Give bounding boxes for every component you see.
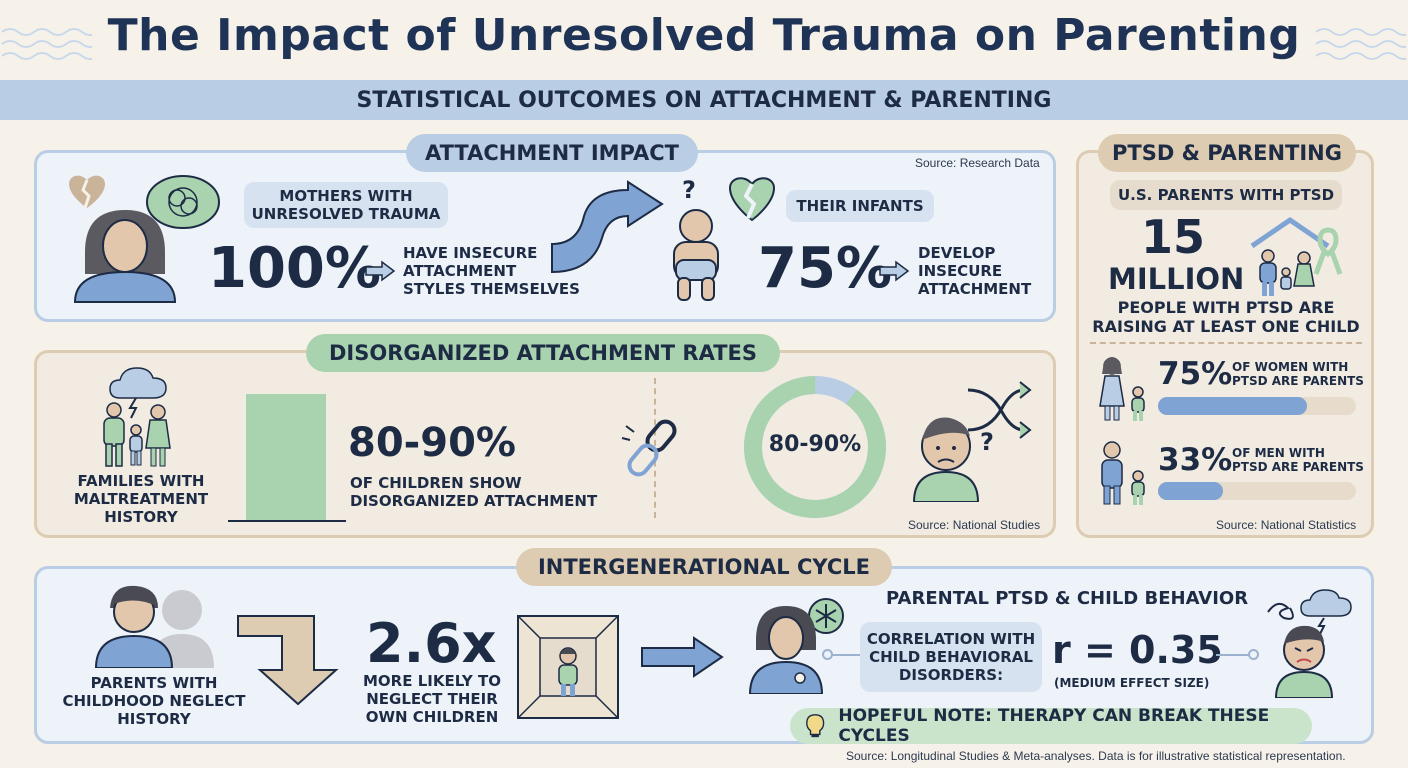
- cycle-stat: 2.6x: [366, 612, 497, 675]
- women-stat: 75%: [1158, 356, 1233, 392]
- subtitle: STATISTICAL OUTCOMES ON ATTACHMENT & PAR…: [356, 87, 1052, 113]
- down-turn-arrow-icon: [237, 615, 339, 706]
- infants-description: DEVELOP INSECURE ATTACHMENT: [918, 244, 1032, 298]
- storm-cloud-icon: [109, 367, 167, 419]
- footer-source: Source: Longitudinal Studies & Meta-anal…: [846, 749, 1346, 763]
- scribble-icon: [1267, 602, 1294, 620]
- family-house-illustration: [1250, 216, 1343, 296]
- ptsd-panel: [1076, 150, 1374, 538]
- family-icon: [1259, 249, 1315, 296]
- behavior-heading: PARENTAL PTSD & CHILD BEHAVIOR: [886, 588, 1249, 609]
- mothers-stat: 100%: [208, 236, 382, 301]
- cycle-description: MORE LIKELY TO NEGLECT THEIR OWN CHILDRE…: [363, 672, 501, 726]
- men-stat: 33%: [1158, 442, 1233, 478]
- infants-label: THEIR INFANTS: [786, 190, 934, 222]
- awareness-ribbon-icon: [1313, 227, 1343, 275]
- men-bar-track: [1158, 482, 1356, 500]
- connector-dot-left: [822, 649, 833, 660]
- families-label: FAMILIES WITH MALTREATMENT HISTORY: [73, 472, 209, 526]
- house-roof-icon: [1250, 216, 1330, 249]
- correlation-label: CORRELATION WITH CHILD BEHAVIORAL DISORD…: [860, 622, 1042, 692]
- wave-decoration-left: [1, 28, 92, 60]
- wave-decoration-right: [1315, 28, 1406, 60]
- disorganized-bar-chart: [228, 394, 346, 522]
- disorganized-stat: 80-90%: [348, 420, 517, 466]
- women-description: OF WOMEN WITH PTSD ARE PARENTS: [1232, 360, 1364, 388]
- cycle-heading: INTERGENERATIONAL CYCLE: [516, 548, 892, 586]
- disorganized-bar: [246, 394, 326, 520]
- arrow-right-icon: [879, 260, 910, 282]
- mothers-description: HAVE INSECURE ATTACHMENT STYLES THEMSELV…: [403, 244, 580, 298]
- ptsd-divider: [1090, 342, 1362, 344]
- family-icon: [103, 402, 171, 467]
- connector-right: [1216, 654, 1252, 656]
- hope-text: HOPEFUL NOTE: THERAPY CAN BREAK THESE CY…: [838, 706, 1270, 746]
- question-mark: ?: [682, 176, 696, 204]
- page-title: The Impact of Unresolved Trauma on Paren…: [107, 10, 1301, 61]
- ptsd-source: Source: National Statistics: [1216, 518, 1357, 532]
- mother-child-icon: [1099, 357, 1145, 421]
- attachment-panel: [34, 150, 1056, 322]
- donut-label: 80-90%: [768, 432, 862, 457]
- r-value: r = 0.35: [1052, 628, 1223, 672]
- arrow-right-icon: [365, 260, 396, 282]
- connector-dot-right: [1248, 649, 1259, 660]
- mothers-label: MOTHERS WITH UNRESOLVED TRAUMA: [244, 182, 448, 228]
- svg-text:?: ?: [980, 428, 994, 456]
- ptsd-number: 15: [1140, 210, 1205, 264]
- parent-figure: [94, 585, 174, 668]
- parent-medical-illustration: [748, 598, 844, 694]
- us-parents-label: U.S. PARENTS WITH PTSD: [1110, 180, 1342, 210]
- isolated-child-room-illustration: [517, 615, 619, 719]
- connector-left: [826, 654, 862, 656]
- men-bar-fill: [1158, 482, 1224, 500]
- parents-label: PARENTS WITH CHILDHOOD NEGLECT HISTORY: [62, 674, 246, 728]
- parents-illustration: [94, 585, 214, 668]
- hope-note: HOPEFUL NOTE: THERAPY CAN BREAK THESE CY…: [790, 706, 1312, 746]
- mother-illustration: [69, 175, 220, 303]
- subtitle-bar: STATISTICAL OUTCOMES ON ATTACHMENT & PAR…: [0, 80, 1408, 120]
- disorganized-donut-chart: [744, 376, 886, 518]
- infant-illustration: ?: [673, 176, 776, 301]
- ptsd-number-unit: MILLION: [1108, 262, 1245, 296]
- broken-chain-icon: [621, 419, 677, 477]
- attachment-heading: ATTACHMENT IMPACT: [406, 134, 698, 172]
- attachment-source: Source: Research Data: [915, 156, 1040, 170]
- curved-arrow-icon: [551, 180, 664, 274]
- upset-child-illustration: [1267, 589, 1352, 698]
- broken-heart-green-icon: [728, 177, 776, 222]
- effect-size: (MEDIUM EFFECT SIZE): [1054, 676, 1210, 690]
- women-bar-fill: [1158, 397, 1307, 415]
- disorganized-source: Source: National Studies: [908, 518, 1041, 532]
- infants-stat: 75%: [758, 236, 893, 301]
- father-child-icon: [1101, 441, 1145, 505]
- men-description: OF MEN WITH PTSD ARE PARENTS: [1232, 446, 1364, 474]
- ptsd-heading: PTSD & PARENTING: [1098, 134, 1356, 172]
- storm-cloud-icon: [1300, 589, 1352, 635]
- family-storm-illustration: [103, 367, 171, 467]
- shuffle-arrows-icon: [967, 381, 1032, 439]
- disorganized-description: OF CHILDREN SHOW DISORGANIZED ATTACHMENT: [350, 474, 598, 510]
- ptsd-description: PEOPLE WITH PTSD ARE RAISING AT LEAST ON…: [1092, 298, 1360, 336]
- disorganized-heading: DISORGANIZED ATTACHMENT RATES: [306, 334, 780, 372]
- broken-heart-icon: [69, 175, 105, 209]
- donut-value-arc: [744, 376, 886, 518]
- arrow-right-large-icon: [641, 636, 724, 678]
- women-bar-track: [1158, 397, 1356, 415]
- confused-child-illustration: ?: [912, 381, 1032, 502]
- mother-figure: [73, 210, 177, 303]
- lightbulb-icon: [806, 714, 825, 738]
